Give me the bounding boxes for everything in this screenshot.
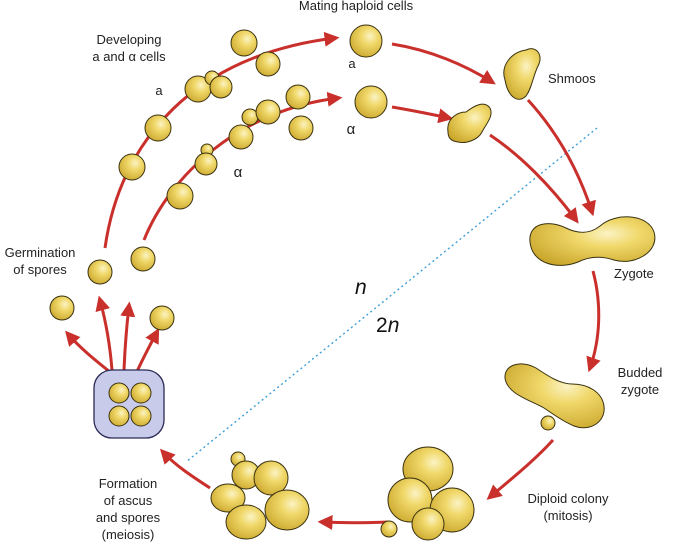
spore-cell [49, 295, 75, 321]
mating-alpha-cell [354, 85, 388, 119]
spore-cell [130, 246, 156, 272]
zygote-cell [529, 216, 656, 266]
arrow-shmoo-bottom-to-zygote [489, 133, 579, 224]
diploid-2n-label: 2n [376, 314, 399, 338]
ascus-spore [130, 382, 152, 404]
cycle-arrows [65, 31, 601, 530]
zygote-label: Zygote [614, 266, 654, 281]
ascus-membrane [93, 369, 165, 439]
shmoo-cell [447, 103, 492, 143]
budded-zygote-cell [504, 363, 605, 429]
developing-cells-label: Developing a and α cells [92, 32, 166, 64]
arrow-spore-1 [65, 330, 111, 374]
ascus-forming-cell [210, 483, 246, 513]
arrow-alpha-to-shmoo [391, 105, 454, 124]
alpha-label-mid: α [346, 121, 356, 138]
arrow-spore-2 [95, 295, 114, 371]
arrow-zygote-to-budded [586, 270, 601, 373]
arrow-shmoo-top-to-zygote [526, 98, 596, 217]
budded-zygote-label: Budded zygote [617, 365, 663, 397]
ascus-spore [130, 405, 152, 427]
alpha-label-low: α [233, 164, 243, 181]
a-cell [118, 153, 146, 181]
shmoo-cell [503, 48, 541, 100]
a-cell [144, 114, 172, 142]
diploid-colony-bud [380, 520, 398, 538]
a-cell [255, 51, 281, 77]
ascus-forming-cell [264, 489, 310, 531]
arrow-spore-3 [120, 301, 136, 371]
ascus-spore [108, 405, 130, 427]
alpha-cell [288, 115, 314, 141]
alpha-cell [228, 124, 254, 150]
formation-label: Formation of ascus and spores (meiosis) [95, 476, 161, 542]
diploid-colony-cell [411, 507, 445, 541]
diploid-colony-label: Diploid colony (mitosis) [527, 491, 609, 523]
ascus-spore [108, 382, 130, 404]
shmoos-label: Shmoos [548, 71, 596, 86]
alpha-cell [166, 182, 194, 210]
alpha-cell [255, 99, 281, 125]
a-label-left: a [155, 83, 163, 98]
arrow-a-to-shmoo [391, 42, 496, 85]
arrow-ascus-to-start [159, 448, 211, 490]
ascus [93, 369, 165, 439]
diploid-2n-letter: n [387, 314, 400, 337]
diploid-2n-number: 2 [376, 314, 388, 337]
mating-a-cell [349, 24, 383, 58]
arrow-diploid-to-ascus [317, 514, 389, 530]
cells [49, 24, 656, 541]
a-cell [209, 75, 233, 99]
ascus-forming-cell [225, 504, 267, 540]
a-label-top: a [348, 56, 356, 71]
a-cell [230, 29, 258, 57]
spore-cell [87, 259, 113, 285]
germination-label: Germination of spores [4, 245, 76, 277]
alpha-cell [285, 84, 311, 110]
ascus-forming-cell [253, 460, 289, 496]
haploid-n-label: n [355, 276, 367, 299]
arrow-outer-to-mating-a [103, 31, 340, 249]
mating-haploid-label: Mating haploid cells [298, 0, 414, 13]
alpha-cell [194, 152, 218, 176]
arrow-budded-to-diploid [486, 438, 555, 500]
ploidy-divider-line [185, 127, 598, 463]
spore-cell [149, 305, 175, 331]
budded-zygote-bud [540, 415, 556, 431]
